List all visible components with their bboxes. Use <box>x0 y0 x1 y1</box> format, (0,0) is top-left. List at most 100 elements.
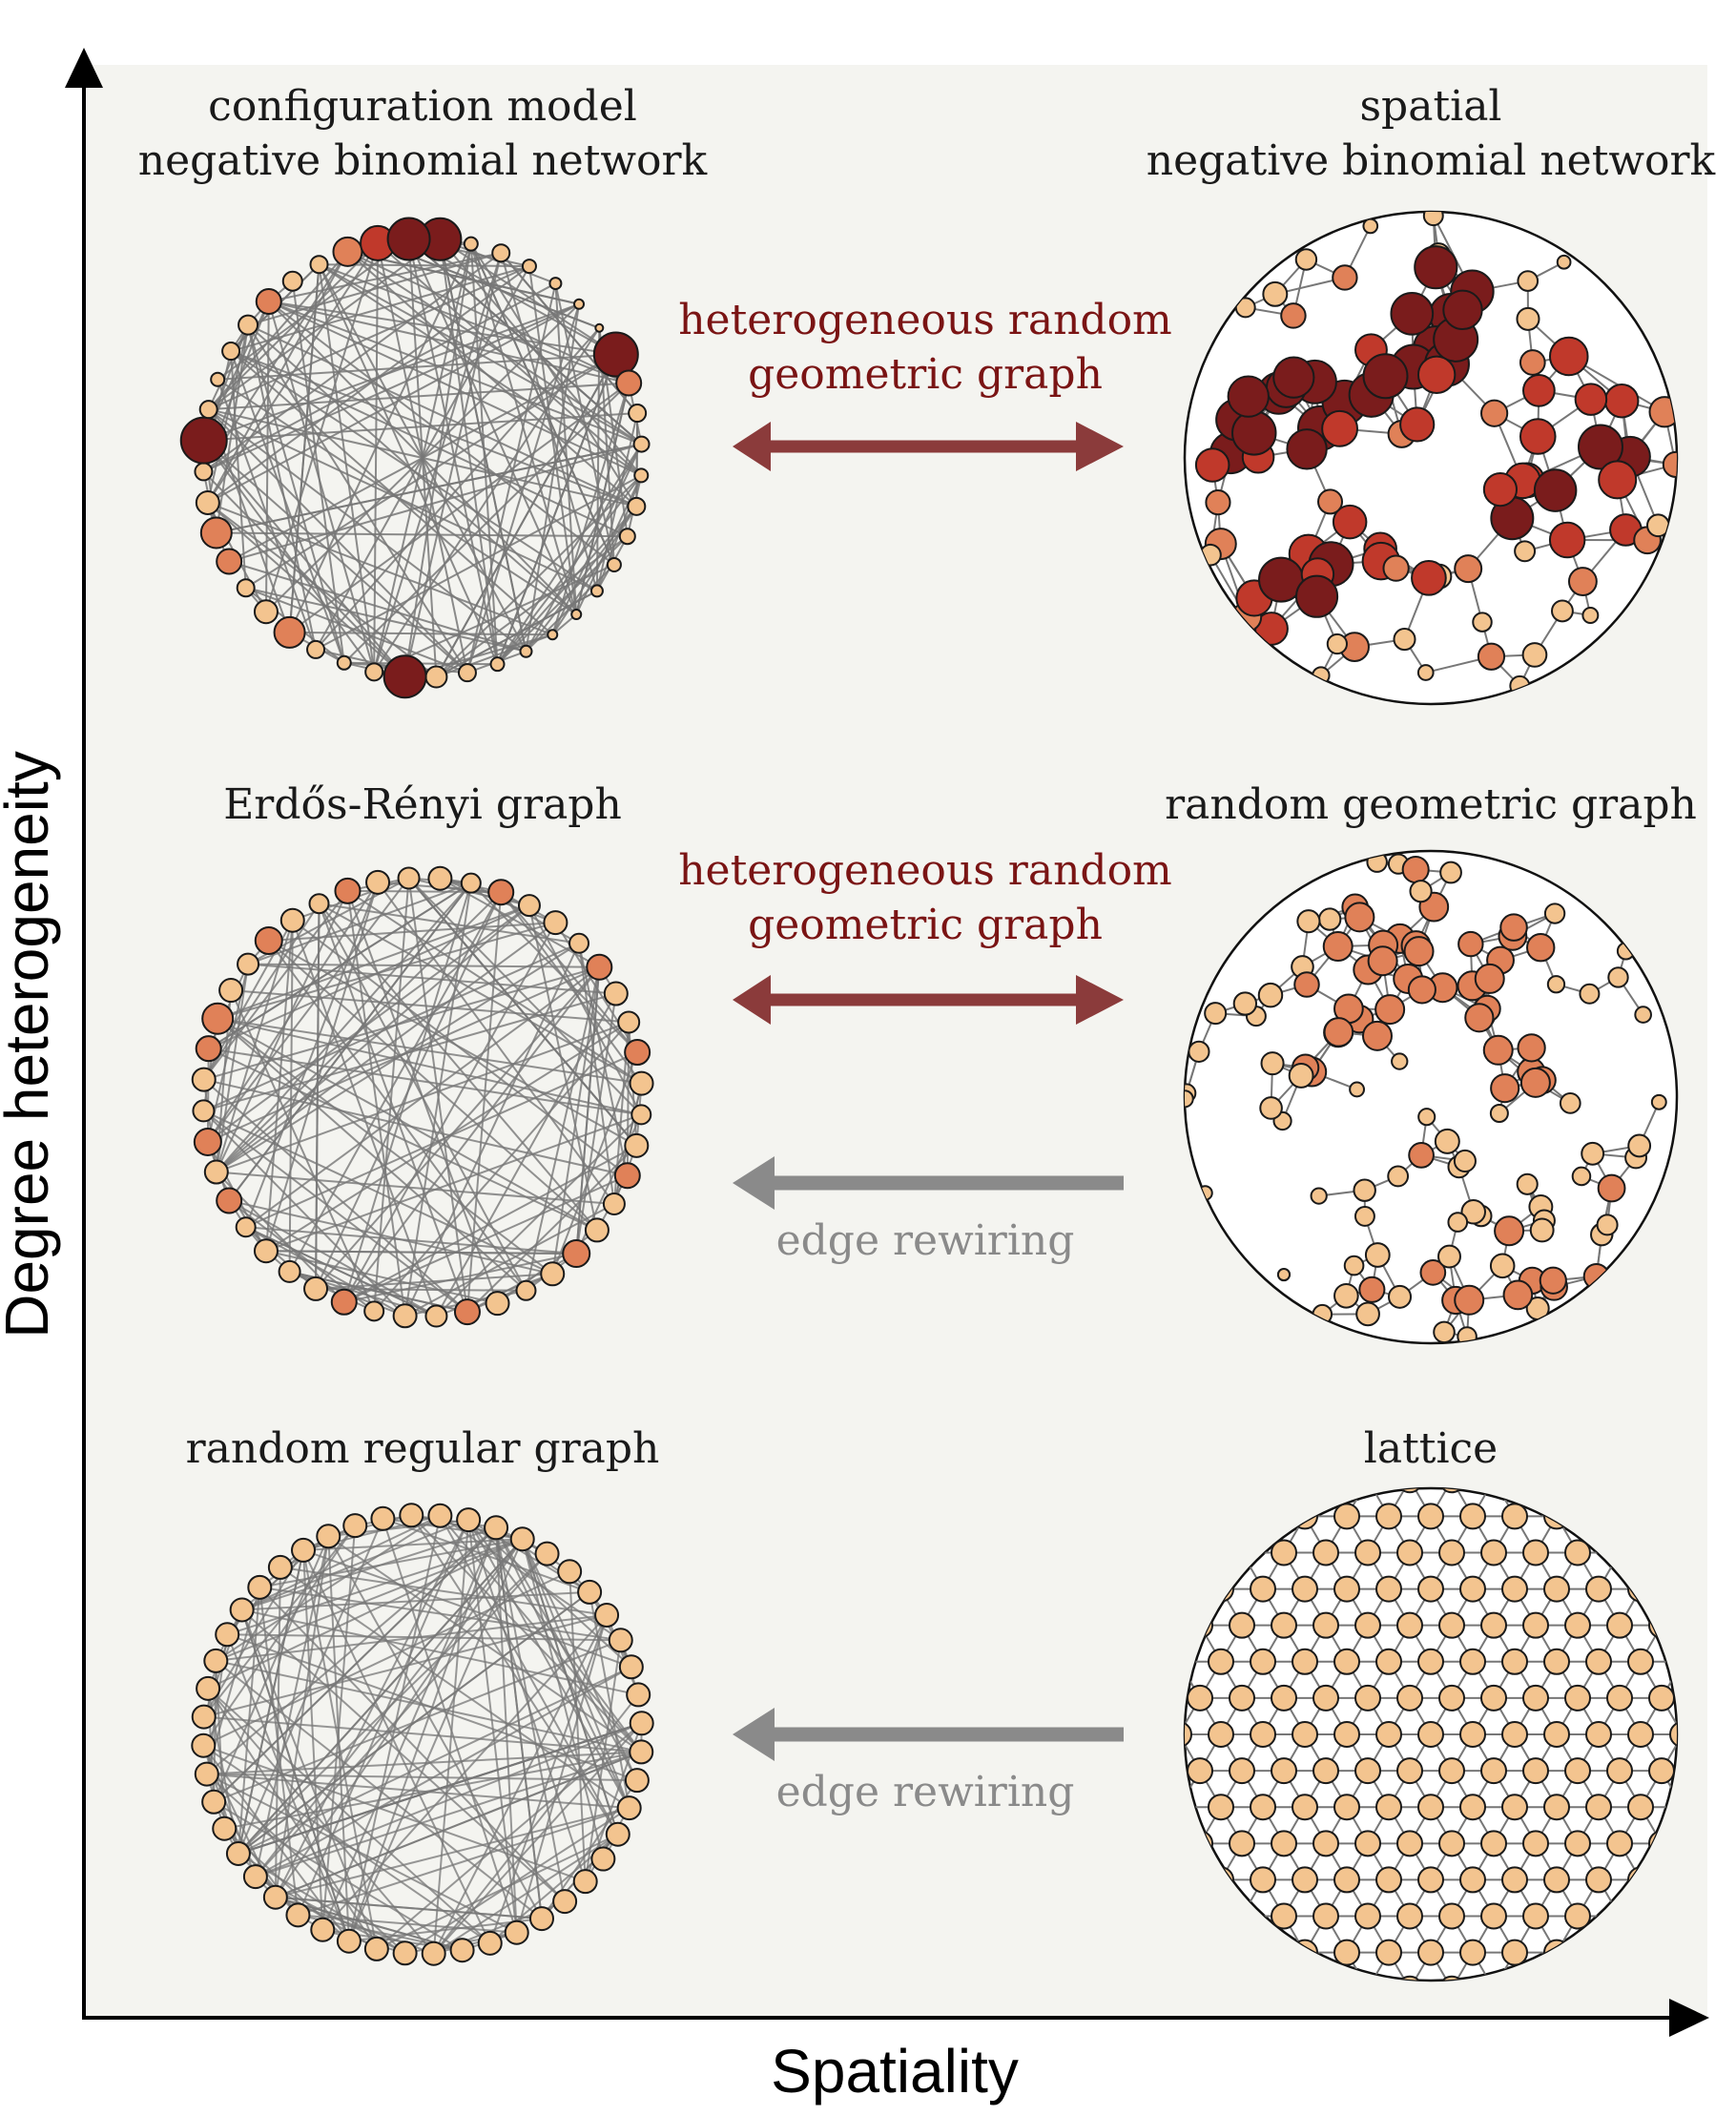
edge <box>207 882 379 1143</box>
node <box>1574 383 1608 416</box>
y-axis-label: Degree heterogeneity <box>0 751 61 1338</box>
node <box>363 1300 385 1322</box>
edge <box>241 1526 497 1611</box>
edge <box>207 324 249 410</box>
node <box>1439 861 1462 884</box>
node <box>1438 1830 1465 1857</box>
node <box>1323 1017 1354 1048</box>
node <box>1464 1003 1495 1033</box>
edge <box>432 1614 608 1955</box>
edge <box>203 302 580 473</box>
node <box>519 644 533 658</box>
edge <box>275 1538 524 1898</box>
edge <box>268 940 598 1232</box>
node <box>1396 1757 1423 1785</box>
node <box>1185 1721 1192 1748</box>
node <box>255 287 282 315</box>
node <box>463 236 479 252</box>
edge <box>203 1078 468 1313</box>
edge <box>469 243 638 508</box>
edge <box>202 1549 304 1718</box>
node <box>457 663 477 683</box>
node <box>577 1579 603 1605</box>
node <box>1548 336 1589 377</box>
node <box>1516 1172 1539 1195</box>
node <box>281 270 303 292</box>
node <box>1362 353 1409 400</box>
node <box>1669 1721 1677 1748</box>
node <box>199 516 233 550</box>
edge <box>525 966 601 1292</box>
node <box>547 629 559 641</box>
edge <box>525 506 638 653</box>
node <box>1416 355 1457 394</box>
title-er: Erdős-Rényi graph <box>223 780 622 829</box>
node <box>1543 1575 1570 1603</box>
node <box>1522 1684 1549 1711</box>
edge <box>515 1614 609 1934</box>
node <box>1567 567 1598 596</box>
node <box>1585 1721 1612 1748</box>
arrow-mid-red-head-right <box>1076 975 1124 1025</box>
node <box>1447 1212 1469 1233</box>
node <box>1393 628 1416 652</box>
edge <box>208 882 472 1050</box>
node <box>618 528 636 546</box>
node <box>1232 991 1258 1016</box>
edge <box>206 1048 210 1142</box>
edge <box>215 1514 441 1662</box>
edge <box>439 877 600 968</box>
node <box>629 1711 654 1736</box>
edge <box>279 1566 608 1617</box>
node <box>1522 1757 1549 1785</box>
node <box>1354 1684 1381 1711</box>
edge <box>247 324 468 674</box>
edge <box>319 902 580 944</box>
node <box>1333 1282 1359 1309</box>
node <box>1229 1611 1255 1639</box>
node <box>1355 1301 1380 1327</box>
edge <box>432 1520 470 1954</box>
edge <box>469 243 578 615</box>
node <box>1271 1539 1297 1566</box>
node <box>477 1930 503 1956</box>
node <box>1257 982 1284 1008</box>
node <box>617 1010 641 1034</box>
node <box>1208 1794 1234 1821</box>
node <box>1438 1757 1465 1785</box>
node <box>1358 1276 1386 1303</box>
edge <box>327 1535 642 1753</box>
node <box>427 865 453 891</box>
edge <box>435 354 617 678</box>
edge <box>217 1017 553 1276</box>
erdos-renyi-network <box>191 865 654 1329</box>
edge <box>343 1144 637 1303</box>
arrow-bottom-gray-head <box>733 1708 775 1761</box>
node <box>1571 1166 1592 1187</box>
node <box>253 599 279 625</box>
edge <box>241 1514 441 1611</box>
node <box>1229 1757 1255 1785</box>
node <box>195 1035 222 1063</box>
node <box>584 1217 610 1243</box>
node <box>1332 504 1368 540</box>
node <box>1627 1133 1652 1158</box>
rgg-network <box>1183 849 1679 1345</box>
node <box>562 1239 591 1269</box>
node <box>1453 1149 1477 1173</box>
node <box>528 1906 554 1932</box>
arrow-top-label-line2: geometric graph <box>748 350 1103 399</box>
node <box>489 656 506 673</box>
edge <box>321 1614 608 1931</box>
edge <box>382 1518 518 1934</box>
node <box>1391 1052 1409 1070</box>
edge <box>245 1226 437 1317</box>
edge <box>268 300 616 356</box>
node <box>221 342 241 362</box>
edge <box>206 1773 406 1955</box>
node <box>1459 1648 1486 1675</box>
node <box>1490 1073 1520 1104</box>
node <box>615 369 643 397</box>
node <box>1422 212 1444 227</box>
edge <box>217 1017 598 1232</box>
